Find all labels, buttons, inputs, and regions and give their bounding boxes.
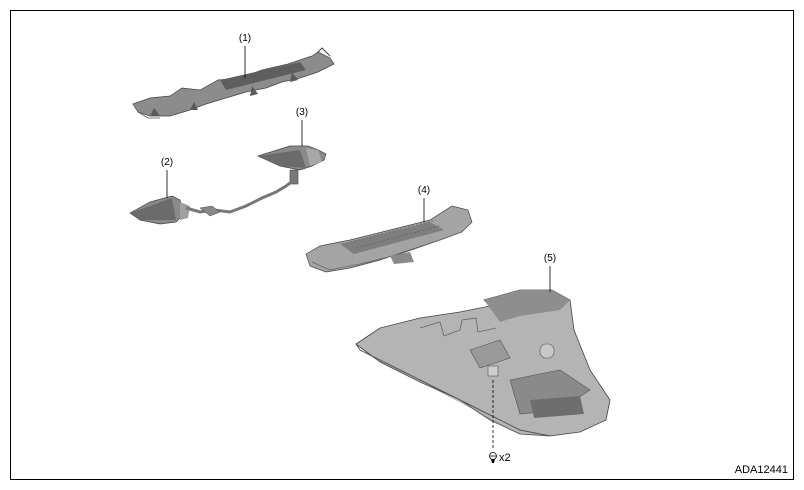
figure-code: ADA12441 bbox=[734, 464, 788, 476]
part-5-lower-cover bbox=[355, 289, 611, 437]
callout-part-4: (4) bbox=[417, 185, 431, 196]
callout-part-3: (3) bbox=[295, 107, 309, 118]
part-3-right-switch bbox=[257, 145, 327, 185]
part-2-left-switch bbox=[129, 178, 295, 225]
screw-icon bbox=[489, 452, 497, 463]
part-4-center-switch-base bbox=[305, 205, 473, 273]
screw-quantity: x2 bbox=[499, 452, 511, 464]
callout-part-2: (2) bbox=[160, 157, 174, 168]
diagram-frame bbox=[10, 10, 794, 480]
callout-part-5: (5) bbox=[543, 253, 557, 264]
part-1-upper-bracket bbox=[132, 47, 335, 119]
callout-part-1: (1) bbox=[238, 33, 252, 44]
